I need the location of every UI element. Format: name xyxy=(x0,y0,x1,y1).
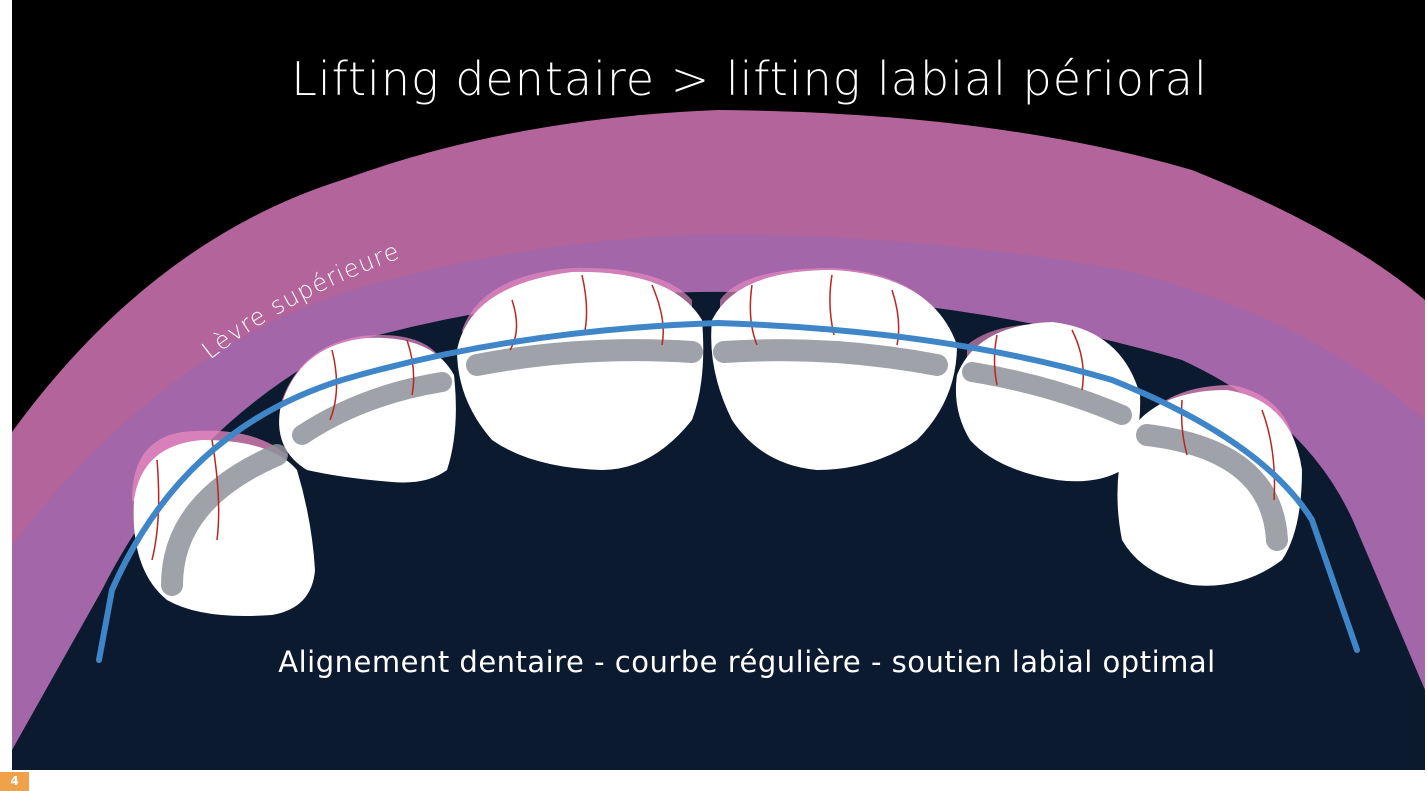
figure-title: Lifting dentaire > lifting labial périor… xyxy=(12,52,1425,106)
figure-caption: Alignement dentaire - courbe régulière -… xyxy=(12,645,1425,679)
tooth-right-canine xyxy=(1117,385,1302,586)
illustration-panel: Lèvre supérieure Lifting dentaire > lift… xyxy=(12,0,1425,770)
tooth-left-central xyxy=(457,268,703,470)
figure-number-badge: 4 xyxy=(0,772,29,791)
